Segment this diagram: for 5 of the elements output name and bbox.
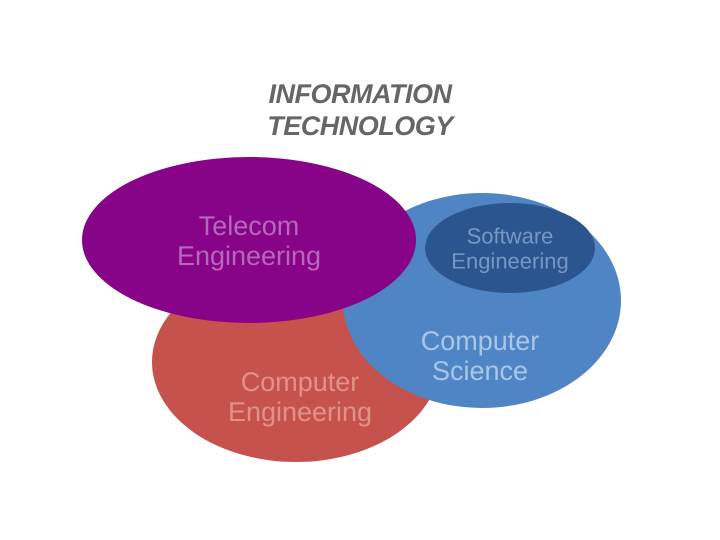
ellipse-label: Software Engineering <box>450 224 570 274</box>
ellipse-label: Computer Engineering <box>226 366 374 428</box>
diagram-title: INFORMATION TECHNOLOGY <box>266 78 456 143</box>
ellipse-label: Computer Science <box>420 326 540 386</box>
ellipse-label: Telecom Engineering <box>176 210 322 272</box>
